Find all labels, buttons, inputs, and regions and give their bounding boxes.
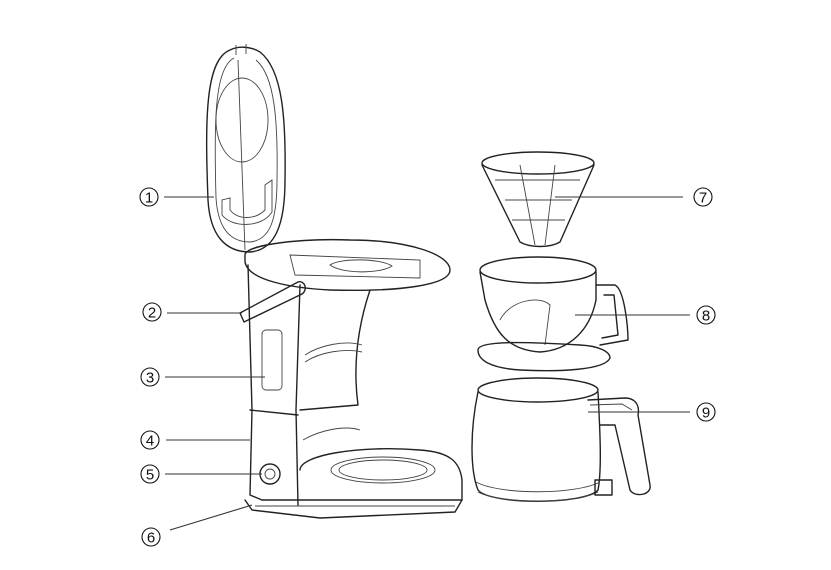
- svg-text:2: 2: [148, 305, 156, 322]
- callout-6: 6: [141, 527, 161, 547]
- filter-basket: [481, 151, 595, 248]
- water-tank-lid: [205, 44, 286, 253]
- callout-5: 5: [140, 464, 160, 484]
- svg-text:6: 6: [147, 530, 155, 547]
- svg-text:7: 7: [699, 190, 707, 207]
- svg-text:1: 1: [145, 190, 153, 207]
- callout-7: 7: [693, 187, 713, 207]
- svg-text:8: 8: [702, 308, 710, 325]
- svg-text:5: 5: [146, 467, 154, 484]
- callout-4: 4: [140, 430, 160, 450]
- callout-2: 2: [142, 302, 162, 322]
- svg-text:9: 9: [702, 405, 710, 422]
- callout-8: 8: [696, 305, 716, 325]
- filter-holder: [477, 256, 629, 372]
- svg-text:3: 3: [146, 370, 154, 387]
- callout-1: 1: [139, 187, 159, 207]
- callout-9: 9: [696, 402, 716, 422]
- coffee-maker-body: [239, 238, 463, 519]
- callout-3: 3: [140, 367, 160, 387]
- svg-text:4: 4: [146, 433, 154, 450]
- glass-carafe: [471, 377, 651, 502]
- leader-line-6: [169, 504, 253, 531]
